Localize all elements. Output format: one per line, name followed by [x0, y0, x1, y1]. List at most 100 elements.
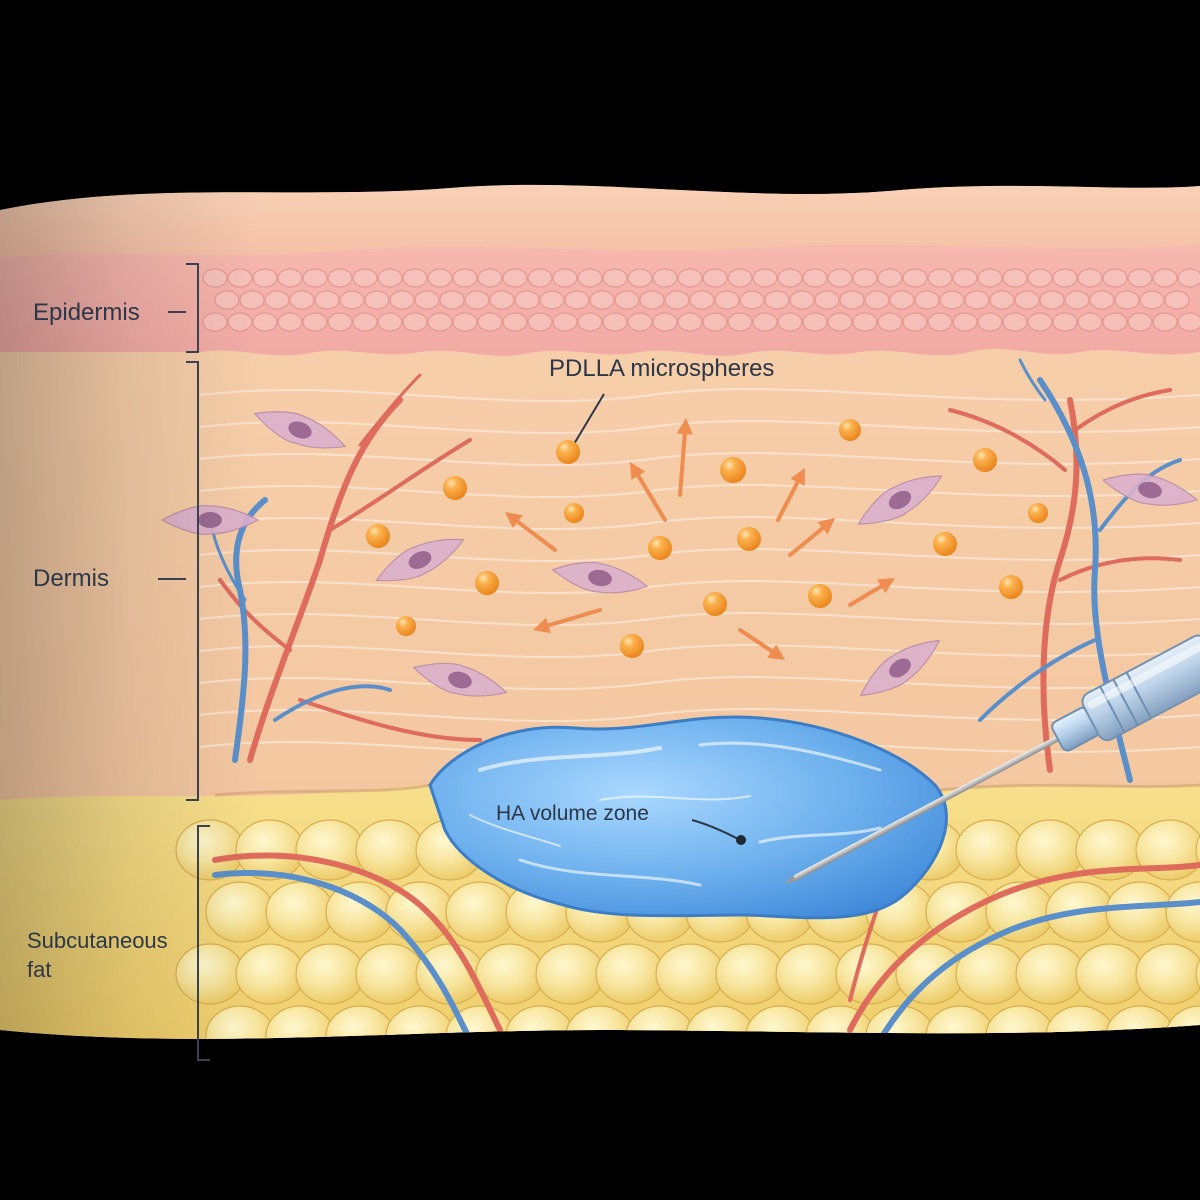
arrow-icon — [848, 578, 895, 607]
epidermis-cell — [452, 312, 478, 332]
microsphere — [1028, 503, 1048, 523]
epidermis-cell — [1077, 312, 1103, 332]
epidermis-cell — [1177, 268, 1200, 288]
collagen-fiber — [199, 420, 1200, 434]
dermis-bracket — [186, 361, 199, 801]
label-subcutaneous: Subcutaneous — [27, 928, 168, 953]
microsphere — [648, 536, 672, 560]
epidermis-cell — [427, 268, 453, 288]
fat-vessels — [212, 852, 1200, 1039]
epidermis-cell — [1152, 312, 1178, 332]
epidermis-cell — [402, 268, 428, 288]
ha-gel-highlights — [469, 741, 882, 887]
epidermis-cell — [827, 268, 853, 288]
epidermis-cell — [852, 312, 878, 332]
epidermis-cell — [464, 290, 490, 310]
epidermis-cell — [877, 268, 903, 288]
pdlla-microspheres — [366, 419, 1048, 658]
epidermis-cell — [327, 312, 353, 332]
fat-lobule — [1135, 943, 1200, 1005]
label-microspheres: PDLLA microspheres — [549, 355, 774, 382]
microsphere — [564, 503, 584, 523]
epidermis-cell — [727, 312, 753, 332]
fat-lobule — [535, 943, 605, 1005]
fat-lobule — [295, 943, 365, 1005]
epidermis-cell — [939, 290, 965, 310]
epidermis-cell — [1102, 312, 1128, 332]
epidermis-cell — [977, 312, 1003, 332]
epidermis-cell — [1052, 312, 1078, 332]
microsphere — [620, 634, 644, 658]
epidermis-cell — [777, 312, 803, 332]
epidermis-cell — [439, 290, 465, 310]
microsphere — [737, 527, 761, 551]
epidermis-cell — [1052, 268, 1078, 288]
epidermis-cell — [364, 290, 390, 310]
epidermis-cell — [277, 312, 303, 332]
epidermis-cells — [202, 268, 1200, 332]
ha-zone-marker — [736, 835, 746, 845]
epidermis-cell — [1027, 268, 1053, 288]
side-vignette — [0, 184, 260, 1039]
fibroblast — [859, 639, 941, 697]
epidermis-cell — [1177, 312, 1200, 332]
epidermis-cell — [1164, 290, 1190, 310]
epidermis-cell — [764, 290, 790, 310]
epidermis-cell — [864, 290, 890, 310]
epidermis-cell — [802, 268, 828, 288]
fat-lobule — [1015, 943, 1085, 1005]
epidermis-cell — [377, 312, 403, 332]
epidermis-cell — [1114, 290, 1140, 310]
epidermis-cell — [352, 268, 378, 288]
epidermis-cell — [702, 268, 728, 288]
epidermis-cell — [914, 290, 940, 310]
microsphere — [973, 448, 997, 472]
epidermis-cell — [902, 268, 928, 288]
fat-lobule — [1075, 943, 1145, 1005]
epidermis-cell — [602, 268, 628, 288]
epidermis-cell — [639, 290, 665, 310]
epidermis-cell — [902, 312, 928, 332]
epidermis-cell — [1077, 268, 1103, 288]
epidermis-cell — [564, 290, 590, 310]
collagen-fiber — [199, 676, 1200, 690]
fat-lobule — [775, 943, 845, 1005]
fat-lobule — [1195, 943, 1200, 1005]
fat-lobule — [265, 881, 335, 943]
collagen-fiber — [199, 484, 1200, 498]
epidermis-cell — [502, 268, 528, 288]
epidermis-cell — [1027, 312, 1053, 332]
epidermis-cell — [289, 290, 315, 310]
syringe-icon — [783, 634, 1200, 885]
label-fat: fat — [27, 957, 51, 982]
epidermis-cell — [377, 268, 403, 288]
epidermis-cell — [827, 312, 853, 332]
epidermis-cell — [614, 290, 640, 310]
epidermis-cell — [352, 312, 378, 332]
fat-lobule — [1105, 881, 1175, 943]
fibroblast — [857, 475, 943, 525]
epidermis-cell — [502, 312, 528, 332]
collagen-fiber — [199, 388, 1200, 402]
epidermis-cell — [714, 290, 740, 310]
epidermis-cell — [964, 290, 990, 310]
ha-zone-leader — [691, 819, 741, 841]
arrow-icon — [738, 628, 785, 660]
epidermis-cell — [539, 290, 565, 310]
epidermis-cell — [1064, 290, 1090, 310]
epidermis-cell — [1002, 268, 1028, 288]
collagen-fiber — [199, 644, 1200, 658]
fat-lobule — [445, 881, 515, 943]
epidermis-cell — [477, 312, 503, 332]
epidermis-cell — [389, 290, 415, 310]
epidermis-cell — [277, 268, 303, 288]
epidermis-cell — [877, 312, 903, 332]
epidermis-cell — [752, 268, 778, 288]
microsphere — [366, 524, 390, 548]
arrow-icon — [533, 608, 602, 634]
flow-arrows — [505, 418, 895, 660]
epidermis-cell — [327, 268, 353, 288]
epidermis-cell — [852, 268, 878, 288]
fat-lobule — [1165, 881, 1200, 943]
